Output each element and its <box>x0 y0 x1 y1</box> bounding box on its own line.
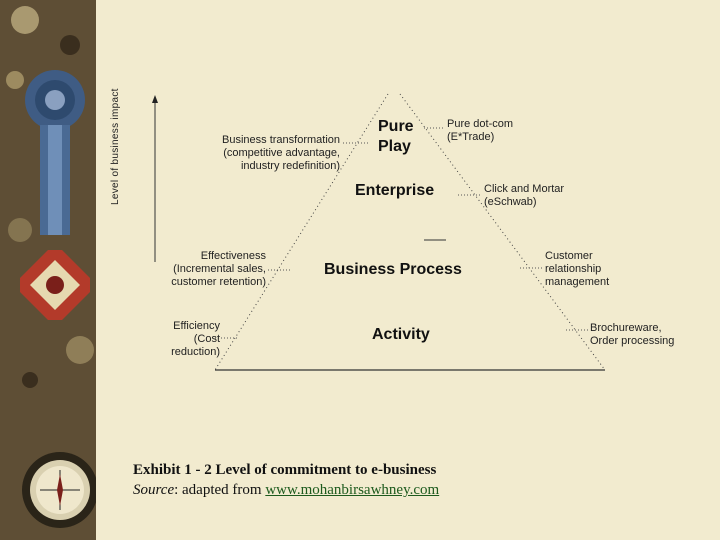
source-text: : adapted from <box>174 482 266 498</box>
source-label: Source <box>133 482 175 498</box>
label-effectiveness: Effectiveness (Incremental sales, custom… <box>171 250 266 288</box>
exhibit-title: Exhibit 1 - 2 Level of commitment to e-b… <box>133 462 437 478</box>
label-click-and-mortar: Click and Mortar (eSchwab) <box>484 183 565 208</box>
decorative-image-strip <box>0 0 96 540</box>
y-axis-label: Level of business impact <box>110 88 121 205</box>
source-line: Source: adapted from www.mohanbirsawhney… <box>133 482 439 499</box>
level-activity: Activity <box>372 326 430 343</box>
exhibit-caption: Exhibit 1 - 2 Level of commitment to e-b… <box>133 462 439 499</box>
label-business-transformation: Business transformation (competitive adv… <box>222 134 340 172</box>
level-enterprise: Enterprise <box>355 182 435 199</box>
label-efficiency: Efficiency (Cost reduction) <box>171 320 220 358</box>
label-pure-dotcom: Pure dot-com (E*Trade) <box>447 118 514 143</box>
level-business-process: Business Process <box>324 261 462 278</box>
slide-area <box>96 0 720 540</box>
source-link[interactable]: www.mohanbirsawhney.com <box>265 482 440 498</box>
label-crm: Customer relationship management <box>545 250 610 288</box>
level-pure-play: Pure Play <box>378 118 414 155</box>
y-axis-arrow <box>152 95 158 103</box>
label-brochureware: Brochureware, Order processing <box>590 322 675 347</box>
medals-photo <box>0 0 96 540</box>
